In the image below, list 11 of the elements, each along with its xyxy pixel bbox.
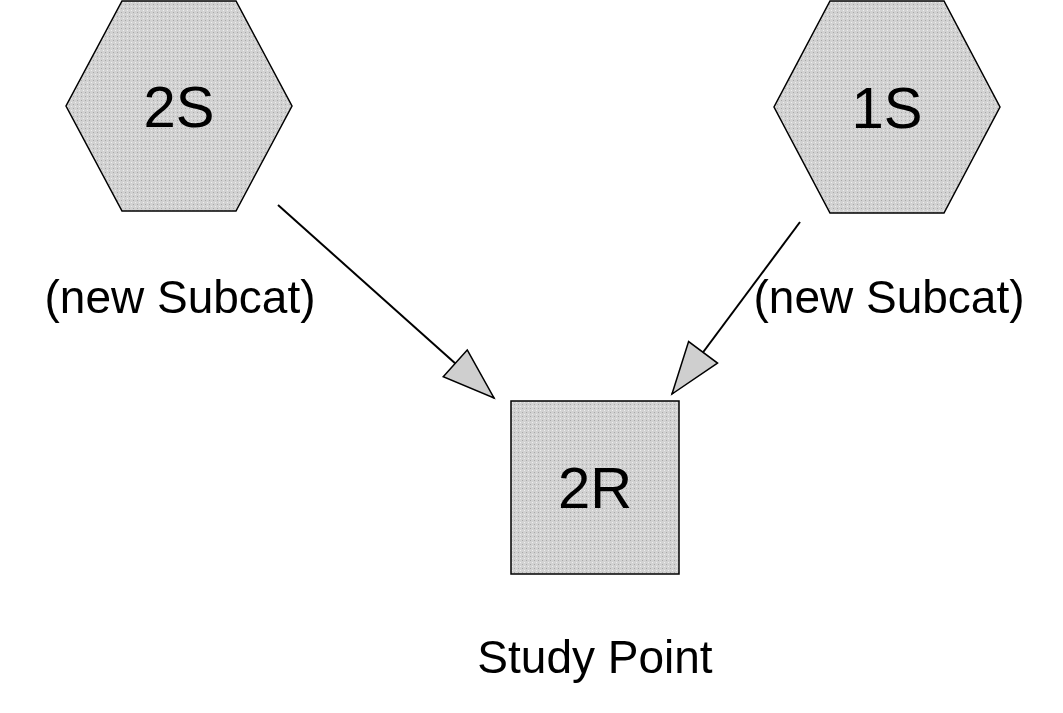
node-caption: (new Subcat)	[752, 270, 1026, 324]
arrow	[277, 204, 495, 399]
node-label: 2R	[557, 454, 633, 521]
node-label: 2S	[143, 72, 215, 140]
node-caption: (new Subcat)	[43, 270, 317, 324]
square-node	[510, 400, 680, 575]
hexagon-node	[65, 0, 293, 212]
node-caption: Study Point	[476, 630, 714, 684]
arrow	[671, 221, 801, 395]
hexagon-node	[773, 0, 1001, 214]
node-label: 1S	[851, 73, 923, 141]
